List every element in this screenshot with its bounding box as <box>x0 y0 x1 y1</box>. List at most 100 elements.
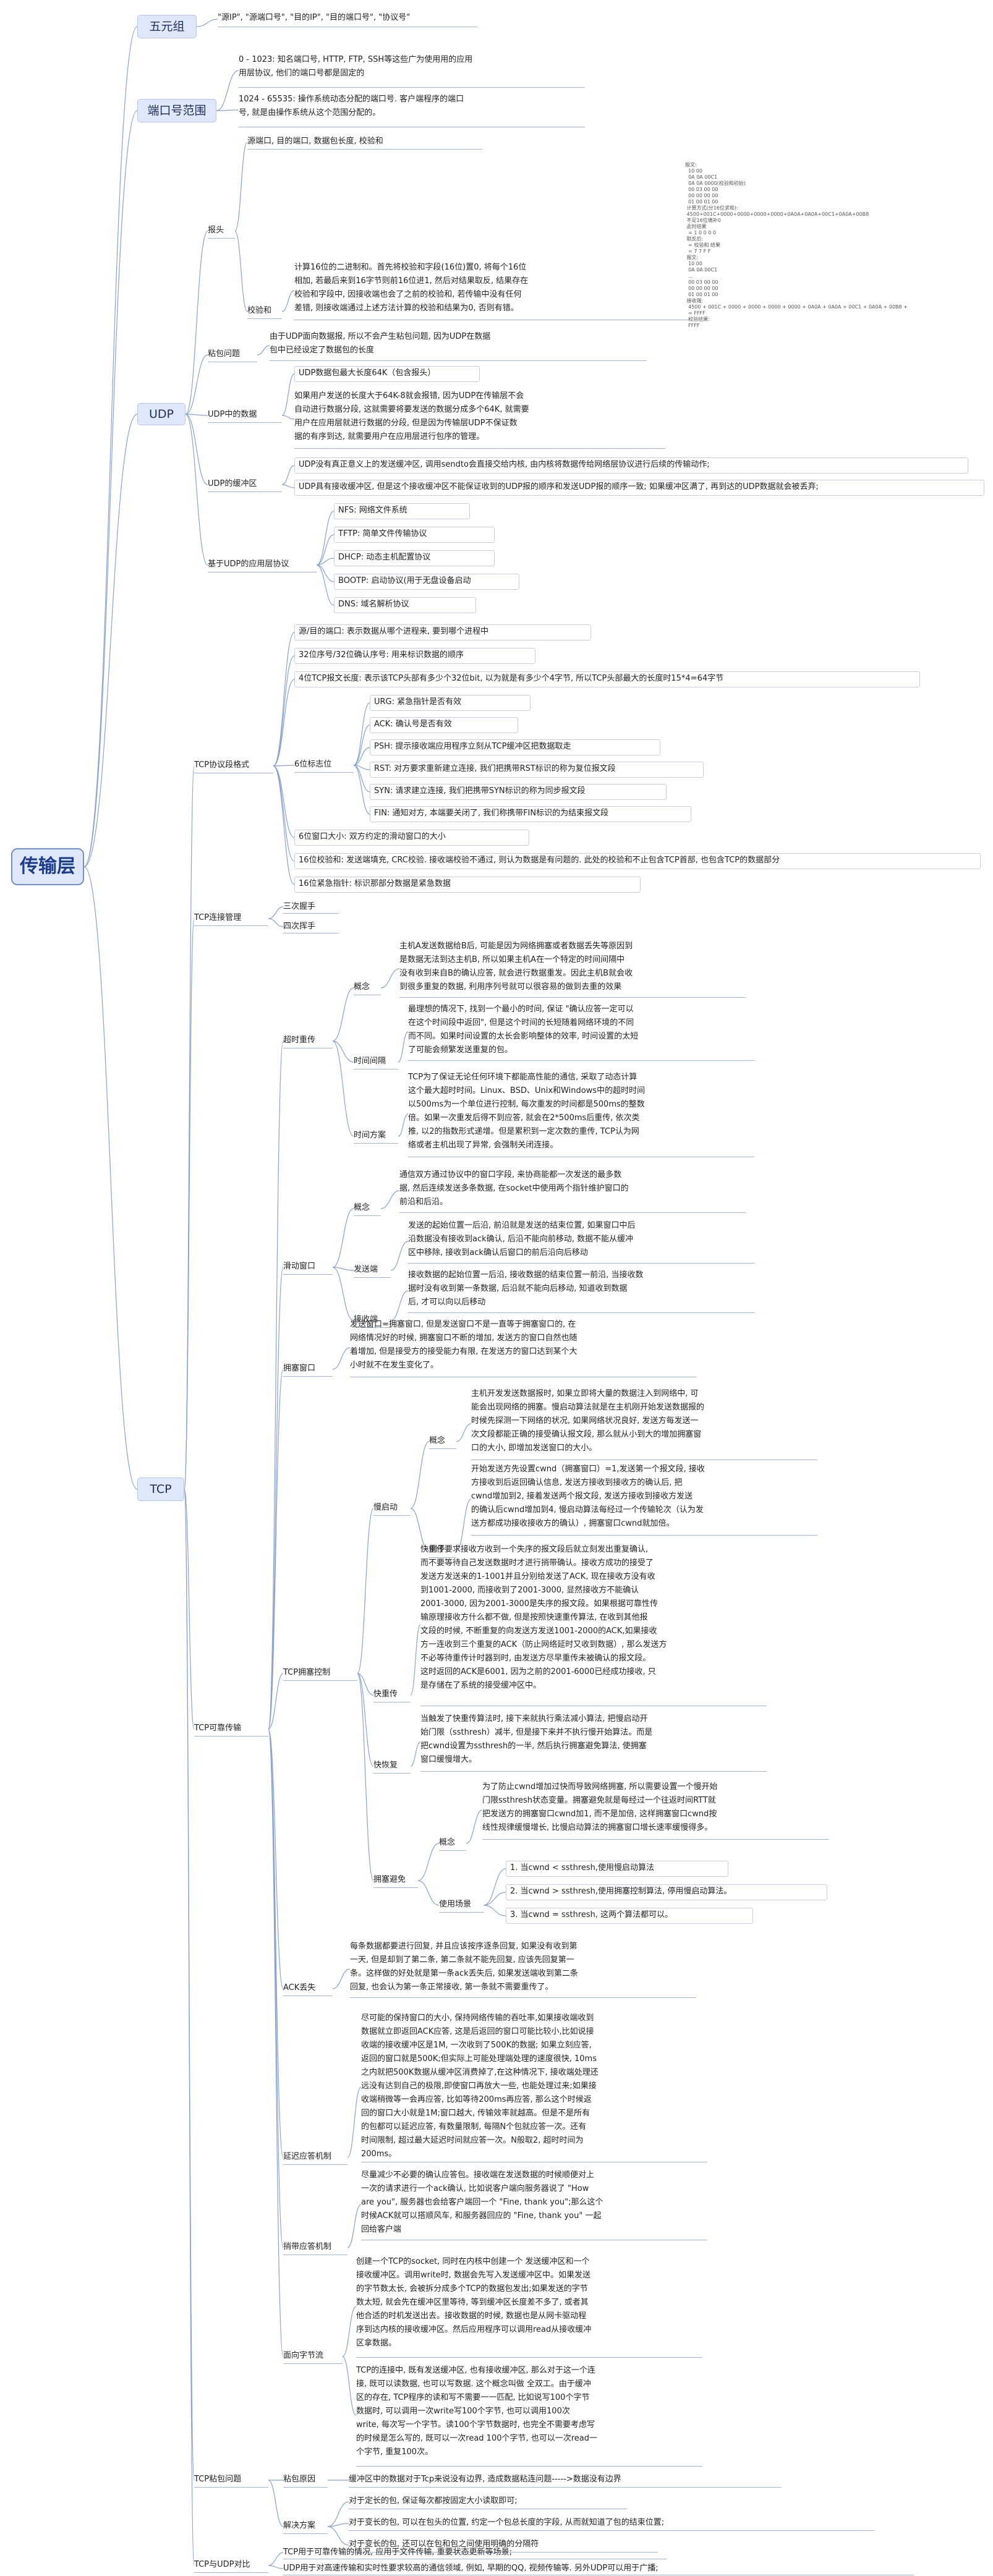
mindmap-node-mxzj2: TCP的连接中, 既有发送缓冲区, 也有接收缓冲区, 那么对于这一个连 接, 既… <box>356 2364 702 2467</box>
connector-ydck-ydck1 <box>332 1347 351 1370</box>
connector-root-dkfw <box>83 110 138 867</box>
connector-mxzj-mxzj2 <box>342 2356 357 2416</box>
connector-kkcs-ydkz <box>268 1673 284 1730</box>
mindmap-node-gs2: 32位序号/32位确认序号: 用来标识数据的顺序 <box>294 648 535 664</box>
mindmap-node-dkfw: 端口号范围 <box>137 99 216 122</box>
mindmap-node-kcc: 快重传 <box>373 1688 411 1702</box>
mindmap-node-mqd_lz: 例子 <box>429 1543 456 1558</box>
mindmap-node-udphc2: UDP具有接收缓冲区, 但是这个接收缓冲区不能保证收到的UDP报的顺序和发送UD… <box>294 480 984 496</box>
connector-jyh-jyh1 <box>281 290 295 312</box>
mindmap-node-sjfa1: TCP为了保证无论任何环境下都能高性能的通信, 采取了动态计算 这个最大超时时间… <box>408 1071 754 1157</box>
connector-kkcs-ydck <box>268 1369 284 1730</box>
mindmap-node-bz2: ACK: 确认号是否有效 <box>370 717 518 733</box>
connector-udpyy-yy3 <box>316 558 335 566</box>
mindmap-node-jsd: 接收端 <box>354 1313 391 1328</box>
mindmap-node-jj2: 对于变长的包, 可以在包头的位置, 约定一个包总长度的字段, 从而就知道了包的结… <box>349 2516 874 2531</box>
mindmap-node-ycydjz1: 尽可能的保持窗口的大小, 保持网络传输的吞吐率,如果接收端收到 数据就立即返回A… <box>361 2012 707 2162</box>
connector-tcp-tcpgs <box>184 765 195 1490</box>
mindmap-node-mqd_gn: 概念 <box>429 1434 456 1449</box>
connector-udp-udpyy <box>185 414 208 566</box>
mindmap-node-cs_gn: 概念 <box>354 980 381 995</box>
mindmap-node-db2: UDP用于对高速传输和实时性要求较高的通信领域, 例如, 早期的QQ, 视频传输… <box>283 2562 914 2575</box>
connector-udpyy-yy5 <box>316 564 335 606</box>
mindmap-node-cj3: 3. 当cwnd = ssthresh, 这两个算法都可以。 <box>506 1908 753 1924</box>
connector-kkcs-ackds <box>268 1728 284 1989</box>
connector-tcpgs-gs6 <box>273 765 295 885</box>
mindmap-node-yy4: BOOTP: 启动协议(用于无盘设备启动 <box>334 574 519 590</box>
connector-hdck-hd_gn <box>332 1208 354 1268</box>
connector-ydkz-khf <box>357 1673 374 1767</box>
mindmap-node-nbwt2: TCP粘包问题 <box>194 2473 268 2488</box>
connector-ljgl-lj1 <box>268 906 284 919</box>
connector-ljgl-lj2 <box>268 918 284 927</box>
mindmap-node-wyz1: "源IP", "源端口号", "目的IP", "目的端口号", "协议号" <box>218 11 477 27</box>
mindmap-node-cscc: 超时重传 <box>283 1034 333 1048</box>
mindmap-node-gs4: 6位窗口大小: 双方约定的滑动窗口的大小 <box>294 830 529 846</box>
connector-udp-udphc <box>185 414 208 485</box>
connector-ydbm_gn-ydbm_gn1 <box>466 1809 483 1844</box>
connector-jsd-jsd1 <box>390 1290 409 1321</box>
connector-cscc-sjfa <box>332 1040 354 1137</box>
mindmap-node-mqd: 慢启动 <box>373 1501 411 1516</box>
mindmap-node-nbwt: 粘包问题 <box>208 347 257 362</box>
mindmap-node-gs3: 4位TCP报文长度: 表示该TCP头部有多少个32位bit, 以为就是有多少个4… <box>294 671 920 687</box>
mindmap-node-mxzj: 面向字节流 <box>283 2349 343 2364</box>
connector-mqd_gn-mqd_gn1 <box>456 1423 472 1442</box>
mindmap-node-jj1: 对于定长的包, 保证每次都按固定大小读取即可; <box>349 2494 627 2509</box>
connector-jjfa-jj1 <box>327 2501 349 2527</box>
connector-udphc-udphc1 <box>281 465 295 485</box>
mindmap-node-ydbm_gn1: 为了防止cwnd增加过快而导致网络拥塞, 所以需要设置一个慢开始 门限ssthr… <box>482 1780 829 1840</box>
mindmap-node-khf1: 当触发了快重传算法时, 接下来就执行乘法减小算法, 把慢启动开 始门限（ssth… <box>420 1712 767 1772</box>
connector-hdck-fsd <box>332 1267 354 1271</box>
mindmap-node-mqd_gn1: 主机开发发送数据报时, 如果立即将大量的数据注入到网络中, 可 能会出现网络的拥… <box>471 1387 817 1460</box>
connector-udpyy-yy1 <box>316 511 335 566</box>
mindmap-node-udphc: UDP的缓冲区 <box>208 477 282 492</box>
checksum-example-note: 报文: 10 00 0A 0A 00C1 0A 0A 0000(校验和初始) 0… <box>685 162 908 328</box>
mindmap-node-khf: 快恢复 <box>373 1759 411 1774</box>
mindmap-node-gs5: 16位校验和: 发送端填充, CRC校验. 接收端校验不通过, 则认为数据是有问… <box>294 853 981 869</box>
connector-tcp-db <box>184 1489 195 2566</box>
connector-bz-bz1 <box>353 702 370 766</box>
connector-kkcs-hdck <box>268 1267 284 1730</box>
mindmap-node-udpsj: UDP中的数据 <box>208 408 282 423</box>
connector-cs_gn-cs_gn1 <box>380 968 400 988</box>
mindmap-node-lj2: 四次挥手 <box>283 920 339 933</box>
connector-jjfa-jj3 <box>327 2526 349 2546</box>
connector-ydbm-sycj <box>417 1880 440 1906</box>
connector-db-db2 <box>268 2565 284 2569</box>
mindmap-node-nbwt1: 由于UDP面向数据报, 所以不会产生粘包问题, 因为UDP在数据 包中已经设定了… <box>270 330 647 361</box>
connector-sdyd-sdyd1 <box>347 2204 362 2248</box>
connector-udphc-udphc2 <box>281 484 295 488</box>
connector-kkcs-mxzj <box>268 1728 284 2357</box>
connector-bt-jyh <box>234 231 248 312</box>
connector-hd_gn-hd_gn1 <box>380 1190 400 1209</box>
mindmap-node-nbyy: 粘包原因 <box>283 2473 328 2488</box>
mindmap-node-tcpgs: TCP协议段格式 <box>194 759 273 773</box>
mindmap-node-nbyy1: 缓冲区中的数据对于Tcp来说没有边界, 造成数据粘连问题----->数据没有边界 <box>349 2473 782 2488</box>
mindmap-node-ydck1: 发送窗口=拥塞窗口, 但是发送窗口不是一直等于拥塞窗口的, 在 网络情况好的时候… <box>350 1318 696 1377</box>
connector-dkfw-dk2 <box>216 109 239 111</box>
connector-udpsj-udpsj2 <box>281 415 295 420</box>
mindmap-node-sdyd: 捎带应答机制 <box>283 2240 347 2255</box>
mindmap-node-sycj: 使用场景 <box>439 1898 484 1913</box>
connector-root-udp <box>83 414 138 867</box>
connector-fsd-fsd1 <box>390 1241 409 1271</box>
connector-udp-bt <box>185 231 208 415</box>
mindmap-node-dk2: 1024 - 65535: 操作系统动态分配的端口号. 客户端程序的端口 号, … <box>239 93 585 127</box>
connector-root-wyz <box>83 26 138 867</box>
connector-hdck-jsd <box>332 1267 354 1321</box>
mindmap-node-bz4: RST: 对方要求重新建立连接, 我们把携带RST标识的称为复位报文段 <box>370 762 704 778</box>
mindmap-node-hdck: 滑动窗口 <box>283 1260 333 1275</box>
mindmap-node-fsd1: 发送的起始位置一后沿, 前沿就是发送的结束位置, 如果窗口中后 沿数据没有接收到… <box>408 1219 754 1264</box>
mindmap-node-ackds: ACK丢失 <box>283 1981 333 1996</box>
mindmap-node-yy2: TFTP: 简单文件传输协议 <box>334 527 495 543</box>
connector-bz-bz6 <box>353 765 370 815</box>
mindmap-node-bt1: 源端口, 目的端口, 数据包长度, 校验和 <box>247 135 482 150</box>
connector-sycj-cj2 <box>483 1892 506 1906</box>
mindmap-node-hd_gn1: 通信双方通过协议中的窗口字段, 来协商能都一次发送的最多数 据, 然后连续发送多… <box>399 1168 746 1213</box>
connector-mqd-mqd_gn <box>410 1441 430 1509</box>
mindmap-node-sdyd1: 尽量减少不必要的确认应答包。接收端在发送数据的时候顺便对上 一次的请求进行一个a… <box>361 2169 707 2240</box>
mindmap-node-lj1: 三次握手 <box>283 900 339 914</box>
mindmap-node-udpsj1: UDP数据包最大长度64K（包含报头） <box>294 366 480 382</box>
